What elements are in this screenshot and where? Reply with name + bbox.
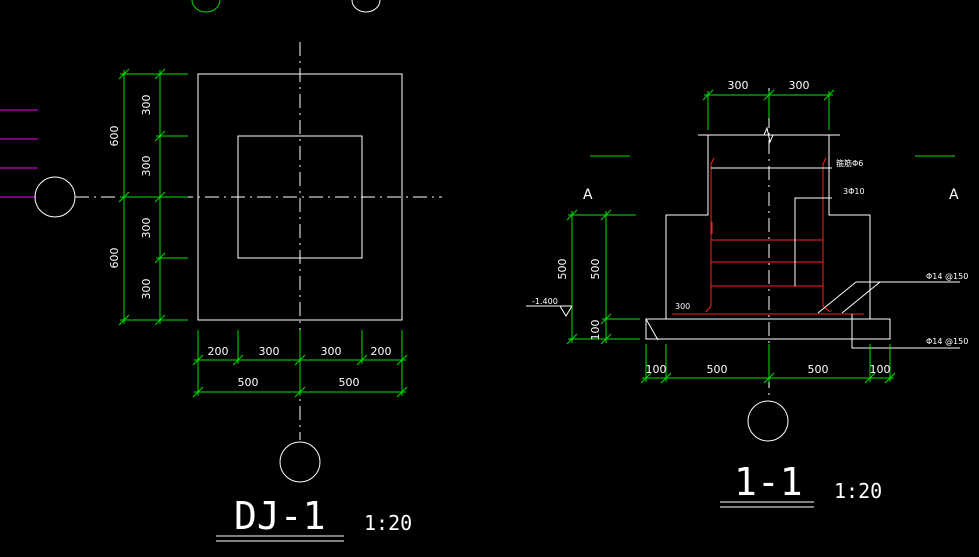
section-dim-bottom-1: 100 xyxy=(646,363,667,376)
section-dim-bottom-2: 500 xyxy=(707,363,728,376)
section-dim-bottom-3: 500 xyxy=(808,363,829,376)
axis-bubble-left xyxy=(34,176,76,218)
plan-view xyxy=(75,42,442,542)
section-dim-bottom-4: 100 xyxy=(870,363,891,376)
section-note-mesh-1: Φ14 @150 xyxy=(926,272,968,281)
plan-dim-outer-2: 600 xyxy=(108,248,121,269)
section-scale: 1:20 xyxy=(834,479,882,503)
section-dim-left-outer: 500 xyxy=(556,259,569,280)
section-note-mesh-2: Φ14 @150 xyxy=(926,337,968,346)
section-bedding-layer xyxy=(645,318,891,340)
plan-dim-left-1: 300 xyxy=(140,95,153,116)
rebar-column-left xyxy=(705,157,715,313)
plan-title: DJ-1 xyxy=(234,494,326,538)
section-note-300: 300 xyxy=(675,302,690,311)
plan-dim-bottom2-1: 500 xyxy=(238,376,259,389)
axis-bubble-section-bottom xyxy=(747,400,789,442)
plan-dim-left-3: 300 xyxy=(140,218,153,239)
plan-footing-outline xyxy=(197,73,403,321)
axis-bubble-plan-bottom xyxy=(279,441,321,483)
plan-dim-left-4: 300 xyxy=(140,279,153,300)
rebar-column-right xyxy=(822,157,831,313)
section-label-a-left: A xyxy=(583,187,593,203)
left-grid-lines xyxy=(0,109,38,198)
section-note-stirrup: 箍筋Φ6 xyxy=(836,158,863,168)
plan-dim-outer-1: 600 xyxy=(108,126,121,147)
plan-column-outline xyxy=(237,135,363,259)
section-label-a-right: A xyxy=(949,187,959,203)
section-title: 1-1 xyxy=(734,460,803,504)
plan-scale: 1:20 xyxy=(364,511,412,535)
section-view xyxy=(526,88,960,508)
section-note-bars: 3Φ10 xyxy=(843,187,865,196)
top-grid-bubbles xyxy=(191,0,381,13)
plan-dim-bottom2-2: 500 xyxy=(339,376,360,389)
plan-dim-bottom-4: 200 xyxy=(371,345,392,358)
section-dim-left-inner: 500 xyxy=(589,259,602,280)
plan-dim-left-2: 300 xyxy=(140,156,153,177)
plan-dim-bottom-2: 300 xyxy=(259,345,280,358)
section-dim-left-base: 100 xyxy=(589,320,602,341)
section-dim-top-1: 300 xyxy=(728,79,749,92)
section-elevation: -1.400 xyxy=(532,297,558,306)
section-dim-top-2: 300 xyxy=(789,79,810,92)
plan-dim-bottom-3: 300 xyxy=(321,345,342,358)
plan-dim-bottom-1: 200 xyxy=(208,345,229,358)
